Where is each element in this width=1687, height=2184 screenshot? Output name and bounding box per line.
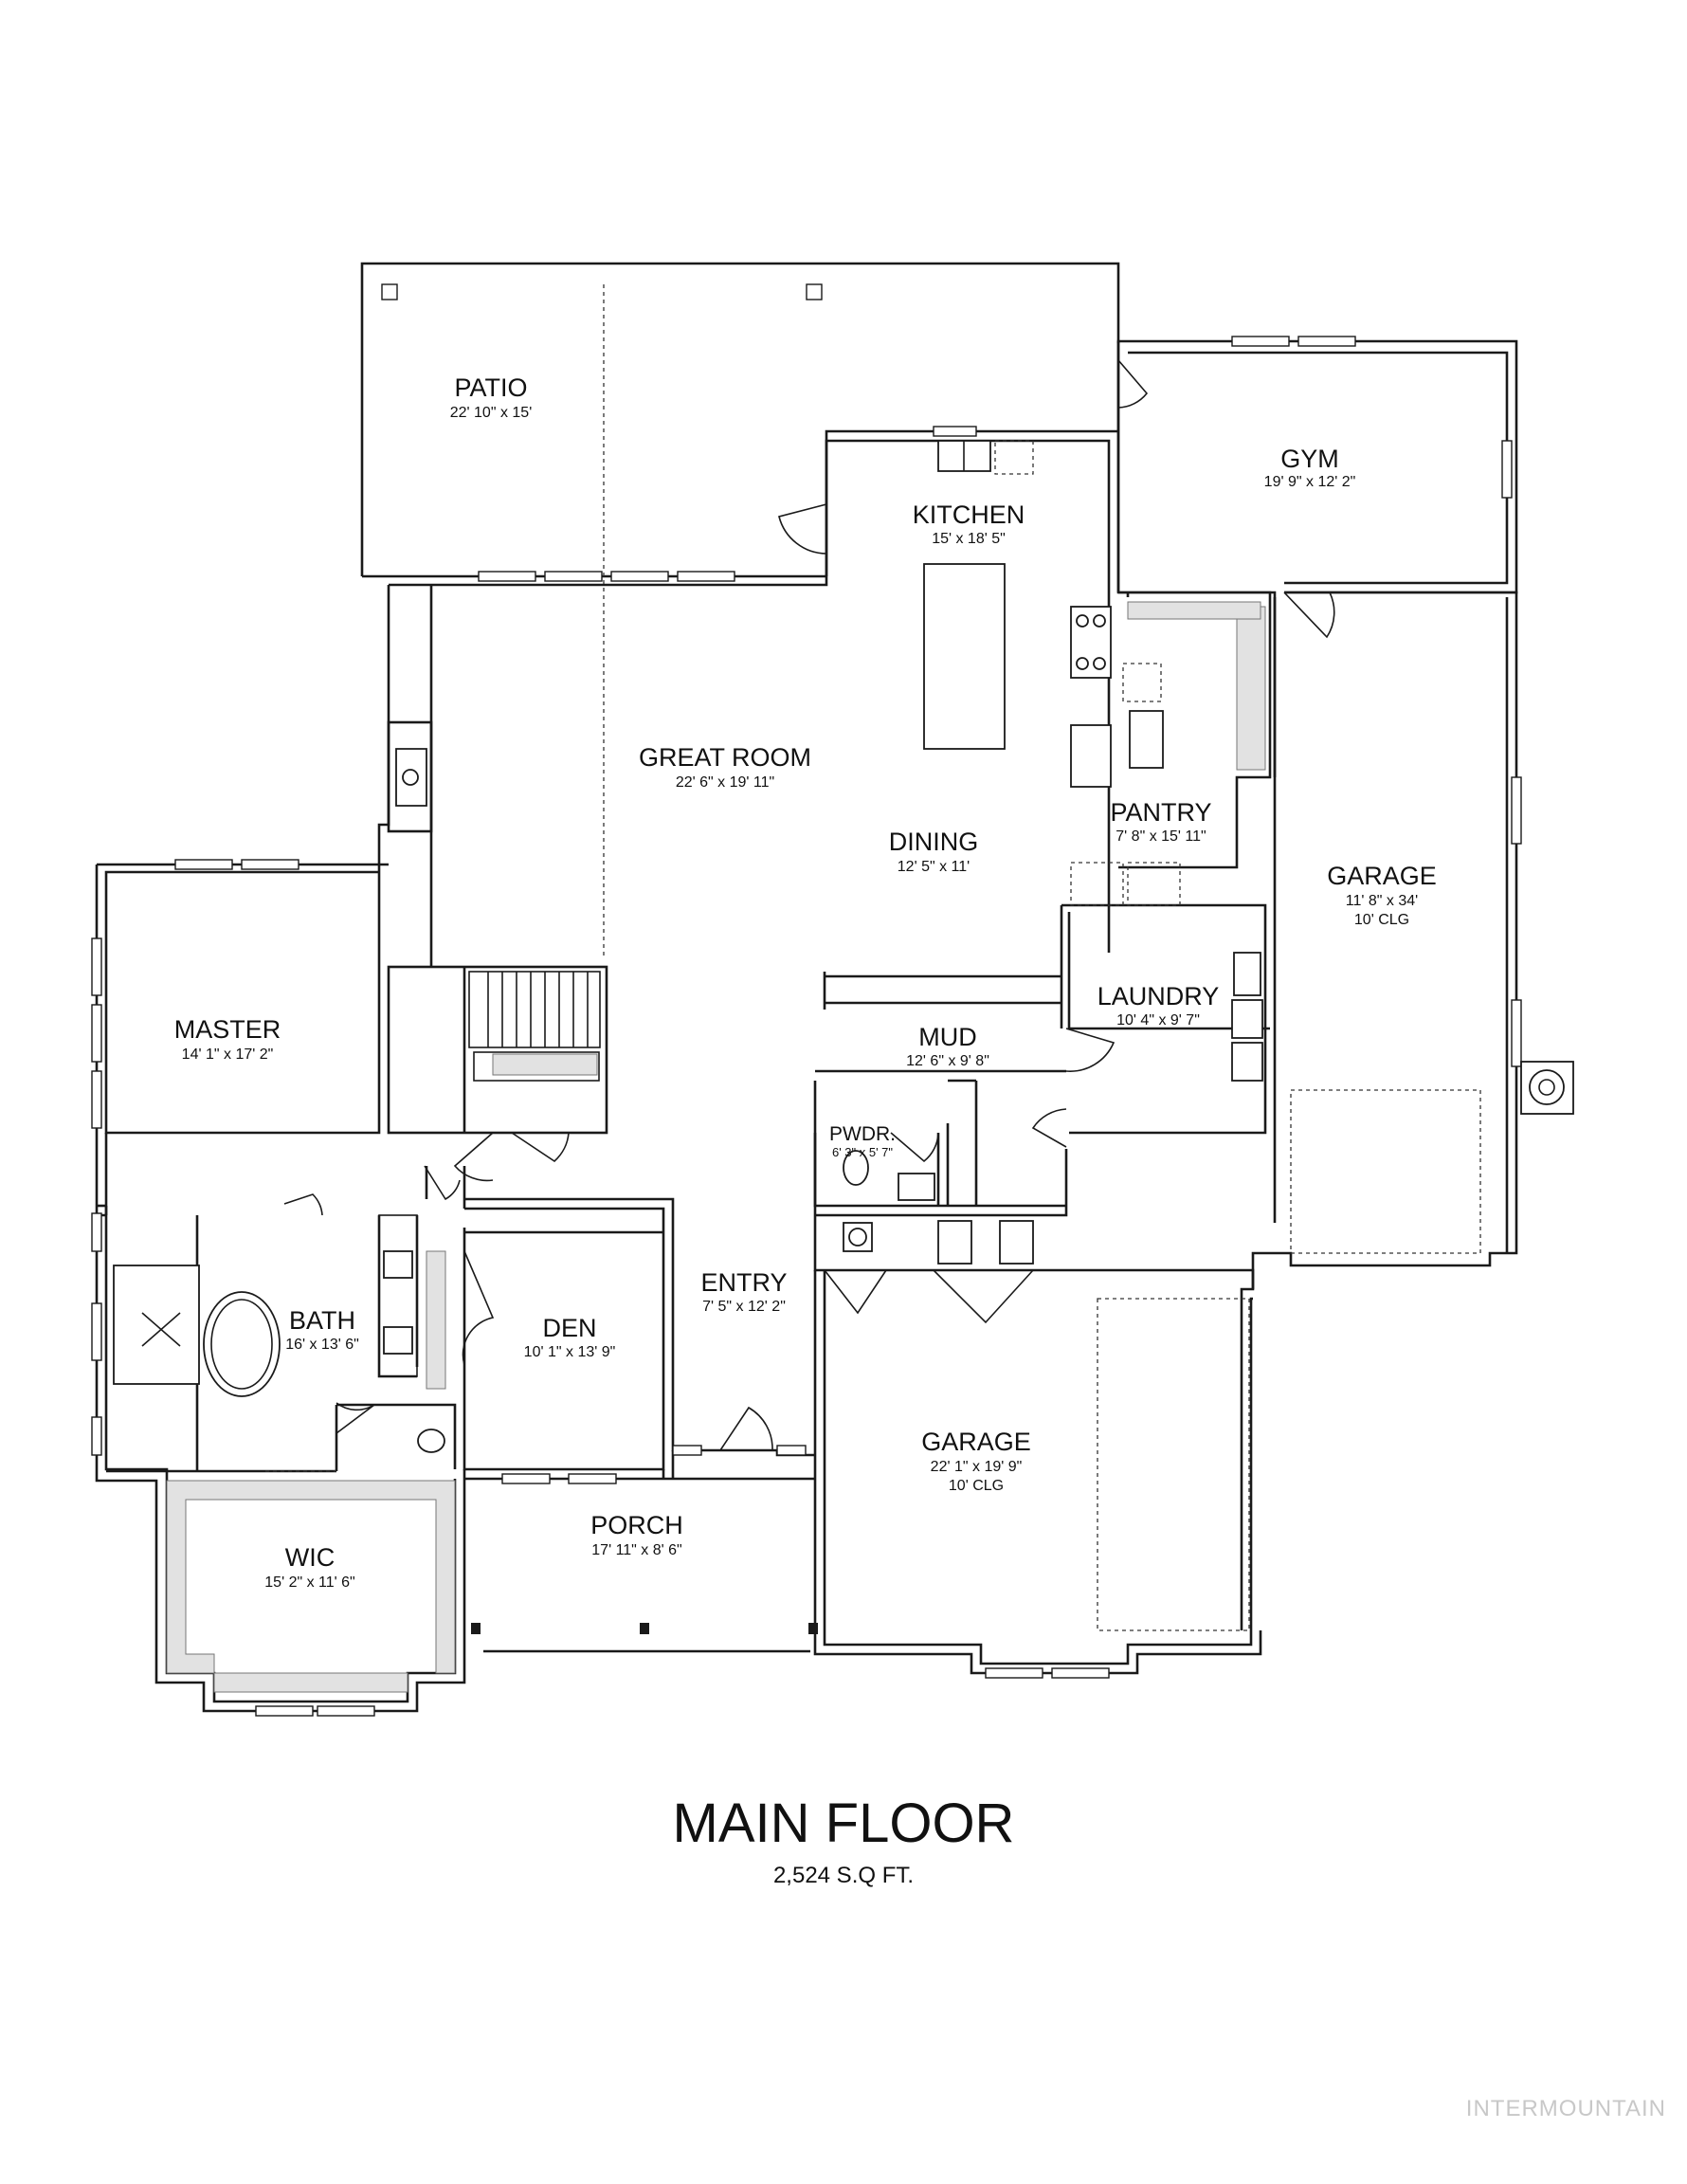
den-shelf [426,1250,446,1390]
vanity-sink-1 [383,1250,413,1279]
pwdr-door [890,1132,939,1163]
porch-label: PORCH [590,1511,683,1539]
patio-label: PATIO [454,373,527,402]
garage-main-label: GARAGE [921,1428,1031,1456]
kitchen-dim: 15' x 18' 5" [932,531,1006,547]
porch-post [471,1623,481,1634]
gym-patio-door [1117,359,1149,409]
den-door [462,1250,495,1366]
floor-area: 2,524 S.Q FT. [772,1863,915,1888]
patio-dim: 22' 10" x 15' [450,405,533,421]
wc-door [336,1402,375,1434]
bench-2 [999,1220,1034,1265]
fireplace [387,720,433,833]
kitchen-patio-door [778,503,827,555]
watermark: INTERMOUNTAIN [1465,2096,1666,2121]
garage-main-outline [813,1268,1262,1675]
wic-shelves [166,1480,456,1693]
laundry-dim: 10' 4" x 9' 7" [1116,1012,1200,1028]
doors [283,359,1335,1451]
garage-side-dim: 11' 8" x 34' [1346,893,1418,909]
room-labels: PATIO 22' 10" x 15' KITCHEN 15' x 18' 5"… [174,373,1437,1591]
laundry-label: LAUNDRY [1097,982,1220,1010]
den-dim: 10' 1" x 13' 9" [524,1344,616,1360]
mud-label: MUD [918,1023,977,1051]
pantry-label: PANTRY [1110,798,1211,827]
laundry-sink [1233,952,1261,996]
fixtures [113,440,1574,1653]
bench-1 [937,1220,972,1265]
windows [91,336,1522,1717]
garage-door-2 [933,1269,1034,1324]
pantry-dim: 7' 8" x 15' 11" [1116,828,1206,845]
den-label: DEN [542,1314,596,1342]
pwdr-dim: 6' 3" x 5' 7" [832,1145,893,1159]
pwdr-label: PWDR. [829,1123,896,1145]
garage-side-outline [1251,591,1518,1289]
dining-label: DINING [889,828,979,856]
laundry-door [1065,1028,1116,1072]
porch-dim: 17' 11" x 8' 6" [591,1542,681,1558]
garage-side-label: GARAGE [1327,862,1437,890]
porch-post [808,1623,818,1634]
entry-label: ENTRY [700,1268,787,1297]
garage-main-dim: 22' 1" x 19' 9" [931,1459,1023,1475]
master-label: MASTER [174,1015,281,1044]
gym-label: GYM [1280,445,1339,473]
mud-door [1031,1108,1067,1148]
porch-post [640,1623,649,1634]
patio-post [806,283,823,300]
bathtub [203,1291,281,1397]
garage-side-note: 10' CLG [1354,912,1409,928]
pantry-shelves [1070,591,1272,906]
kitchen-island [923,563,1006,750]
bath-hall-door [424,1165,461,1201]
fridge [1070,724,1112,788]
entry-dim: 7' 5" x 12' 2" [702,1299,786,1315]
pwdr-toilet [843,1150,869,1186]
stair-closet-door [511,1132,570,1163]
wc-toilet [417,1429,445,1453]
wic-dim: 15' 2" x 11' 6" [264,1574,354,1591]
great-room-dim: 22' 6" x 19' 11" [676,774,774,791]
floor-title: MAIN FLOOR [672,1793,1015,1854]
dryer [1231,999,1263,1039]
patio-post [381,283,398,300]
shower [113,1265,200,1385]
great-room-label: GREAT ROOM [639,743,811,772]
pantry-sink [1129,710,1164,769]
washer [1231,1042,1263,1082]
front-door [719,1406,773,1451]
gym-dim: 19' 9" x 12' 2" [1264,474,1356,490]
stairs [387,965,608,1135]
kitchen-label: KITCHEN [913,500,1025,529]
master-bath-door [283,1193,323,1216]
bath-label: BATH [289,1306,355,1335]
gym-garage-door [1283,592,1335,639]
dining-dim: 12' 5" x 11' [898,859,970,875]
hall-door [453,1132,494,1182]
bath-dim: 16' x 13' 6" [285,1337,359,1353]
wic-label: WIC [285,1543,335,1572]
garage-door-1 [824,1269,887,1315]
mud-dim: 12' 6" x 9' 8" [906,1053,989,1069]
garage-main-note: 10' CLG [949,1478,1004,1494]
exterior-walls [95,431,1277,1713]
pwdr-sink [898,1173,935,1201]
service-rooms [813,903,1270,1272]
vanity-sink-2 [383,1326,413,1355]
master-dim: 14' 1" x 17' 2" [182,1046,274,1063]
